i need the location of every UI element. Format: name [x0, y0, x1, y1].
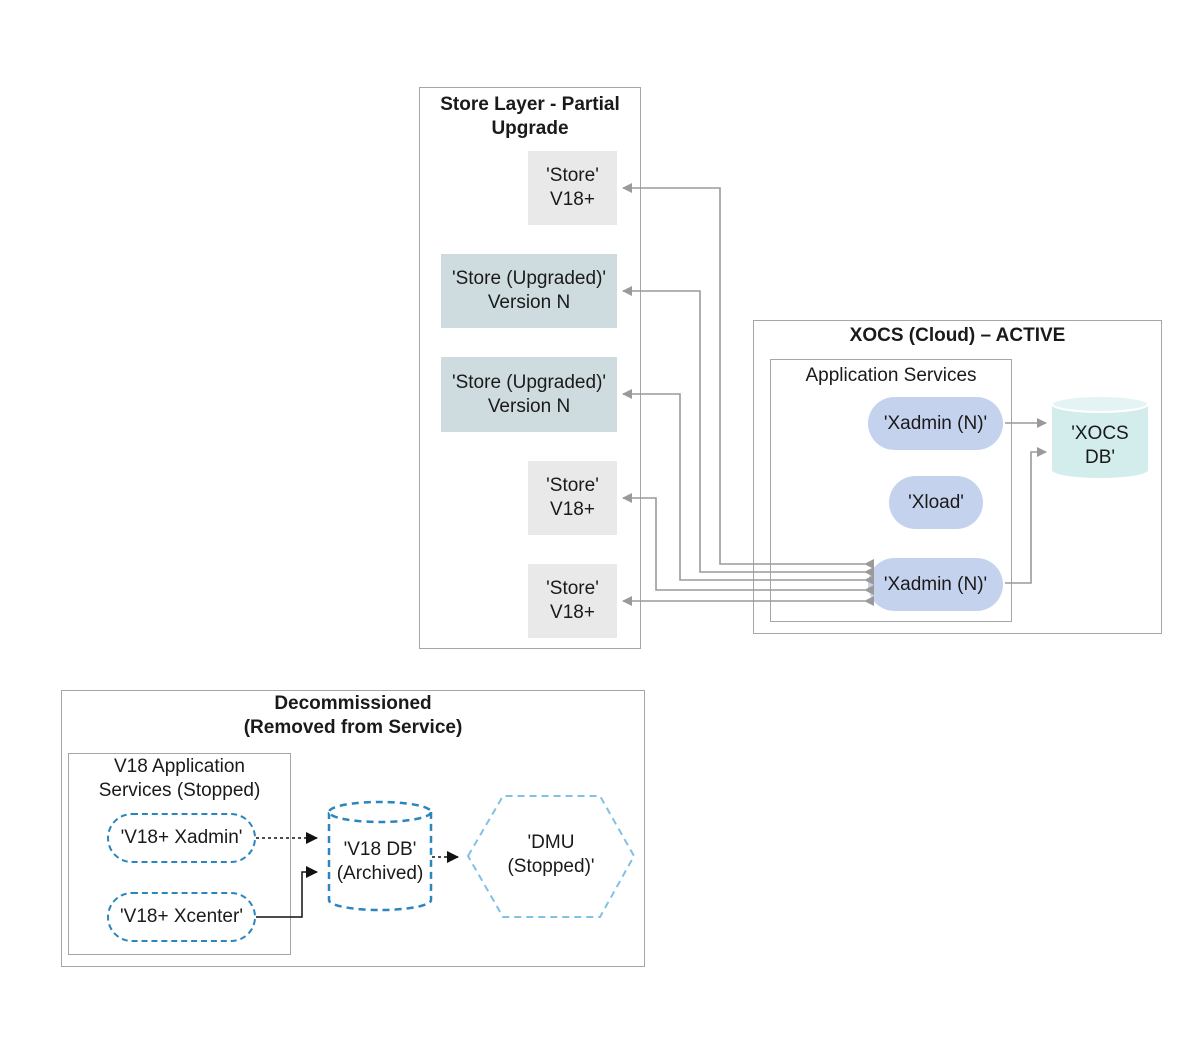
v18-xcenter-node[interactable]: 'V18+ Xcenter' [107, 892, 256, 942]
xadmin-bottom-node[interactable]: 'Xadmin (N)' [868, 558, 1003, 611]
connector-store-1 [622, 183, 874, 569]
connector-store-upgraded-1 [622, 286, 874, 577]
store-node-2-label: 'Store' V18+ [546, 475, 599, 520]
xload-label: 'Xload' [908, 491, 964, 513]
decommissioned-frame [61, 690, 645, 967]
v18-db-label-box: 'V18 DB' (Archived) [329, 830, 431, 894]
v18-db-label: 'V18 DB' (Archived) [336, 839, 424, 884]
xocs-title: XOCS (Cloud) – ACTIVE [849, 325, 1066, 346]
store-node-1-label: 'Store' V18+ [546, 165, 599, 210]
connector-v18-xcenter-db [256, 866, 318, 918]
v18-xadmin-node[interactable]: 'V18+ Xadmin' [107, 813, 256, 863]
xadmin-top-label: 'Xadmin (N)' [883, 412, 988, 434]
store-node-3-label: 'Store' V18+ [546, 578, 599, 623]
v18-app-services-frame [68, 753, 291, 955]
store-upgraded-node-2-label: 'Store (Upgraded)' Version N [451, 371, 607, 417]
xocs-db-cylinder-icon[interactable] [1051, 395, 1149, 478]
xocs-db-label-box: 'XOCS DB' [1052, 416, 1148, 476]
dmu-hexagon-icon[interactable] [466, 795, 636, 918]
store-upgraded-node-2[interactable]: 'Store (Upgraded)' Version N [441, 357, 617, 432]
xadmin-bottom-label: 'Xadmin (N)' [883, 573, 988, 595]
xload-node[interactable]: 'Xload' [889, 476, 983, 529]
store-layer-title: Store Layer - Partial Upgrade [440, 94, 620, 139]
xadmin-top-node[interactable]: 'Xadmin (N)' [868, 397, 1003, 450]
decommissioned-title: Decommissioned (Removed from Service) [243, 693, 463, 738]
connector-store-upgraded-2 [622, 389, 874, 585]
connector-store-2 [622, 493, 874, 595]
v18-db-cylinder-icon[interactable] [327, 800, 433, 912]
v18-app-services-title: V18 Application Services (Stopped) [98, 756, 261, 801]
store-node-3[interactable]: 'Store' V18+ [528, 564, 617, 638]
store-node-1[interactable]: 'Store' V18+ [528, 151, 617, 225]
store-node-2[interactable]: 'Store' V18+ [528, 461, 617, 535]
xocs-db-label: 'XOCS DB' [1071, 423, 1129, 468]
dmu-label: 'DMU (Stopped)' [507, 832, 595, 877]
v18-xadmin-label: 'V18+ Xadmin' [120, 827, 243, 848]
connector-xadmin-bottom-db [1005, 447, 1047, 584]
store-upgraded-node-1-label: 'Store (Upgraded)' Version N [451, 268, 607, 313]
v18-xcenter-label: 'V18+ Xcenter' [120, 906, 243, 927]
dmu-label-box: 'DMU (Stopped)' [480, 822, 622, 888]
store-upgraded-node-1[interactable]: 'Store (Upgraded)' Version N [441, 254, 617, 328]
